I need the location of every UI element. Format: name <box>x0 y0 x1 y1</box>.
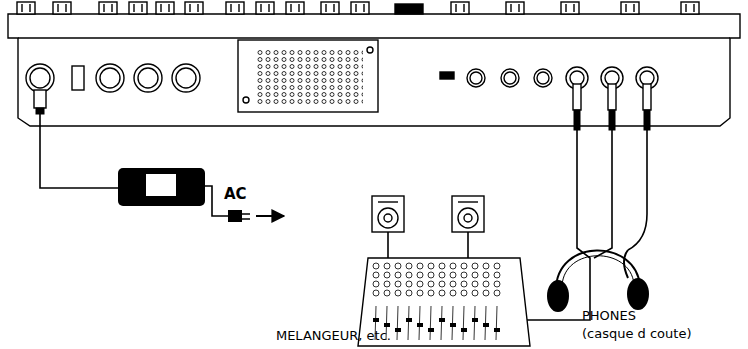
label-text: (casque d coute) <box>582 327 691 341</box>
label-text: PHONES <box>582 309 636 323</box>
monitor-speakers <box>372 196 484 232</box>
label-text: MELANGEUR, etc. <box>276 329 391 343</box>
headphones <box>548 250 648 311</box>
label-text: AC <box>224 186 247 203</box>
cables <box>40 114 647 320</box>
rear-panel <box>8 2 740 126</box>
plugs <box>34 84 651 130</box>
power-adapter <box>118 168 284 222</box>
